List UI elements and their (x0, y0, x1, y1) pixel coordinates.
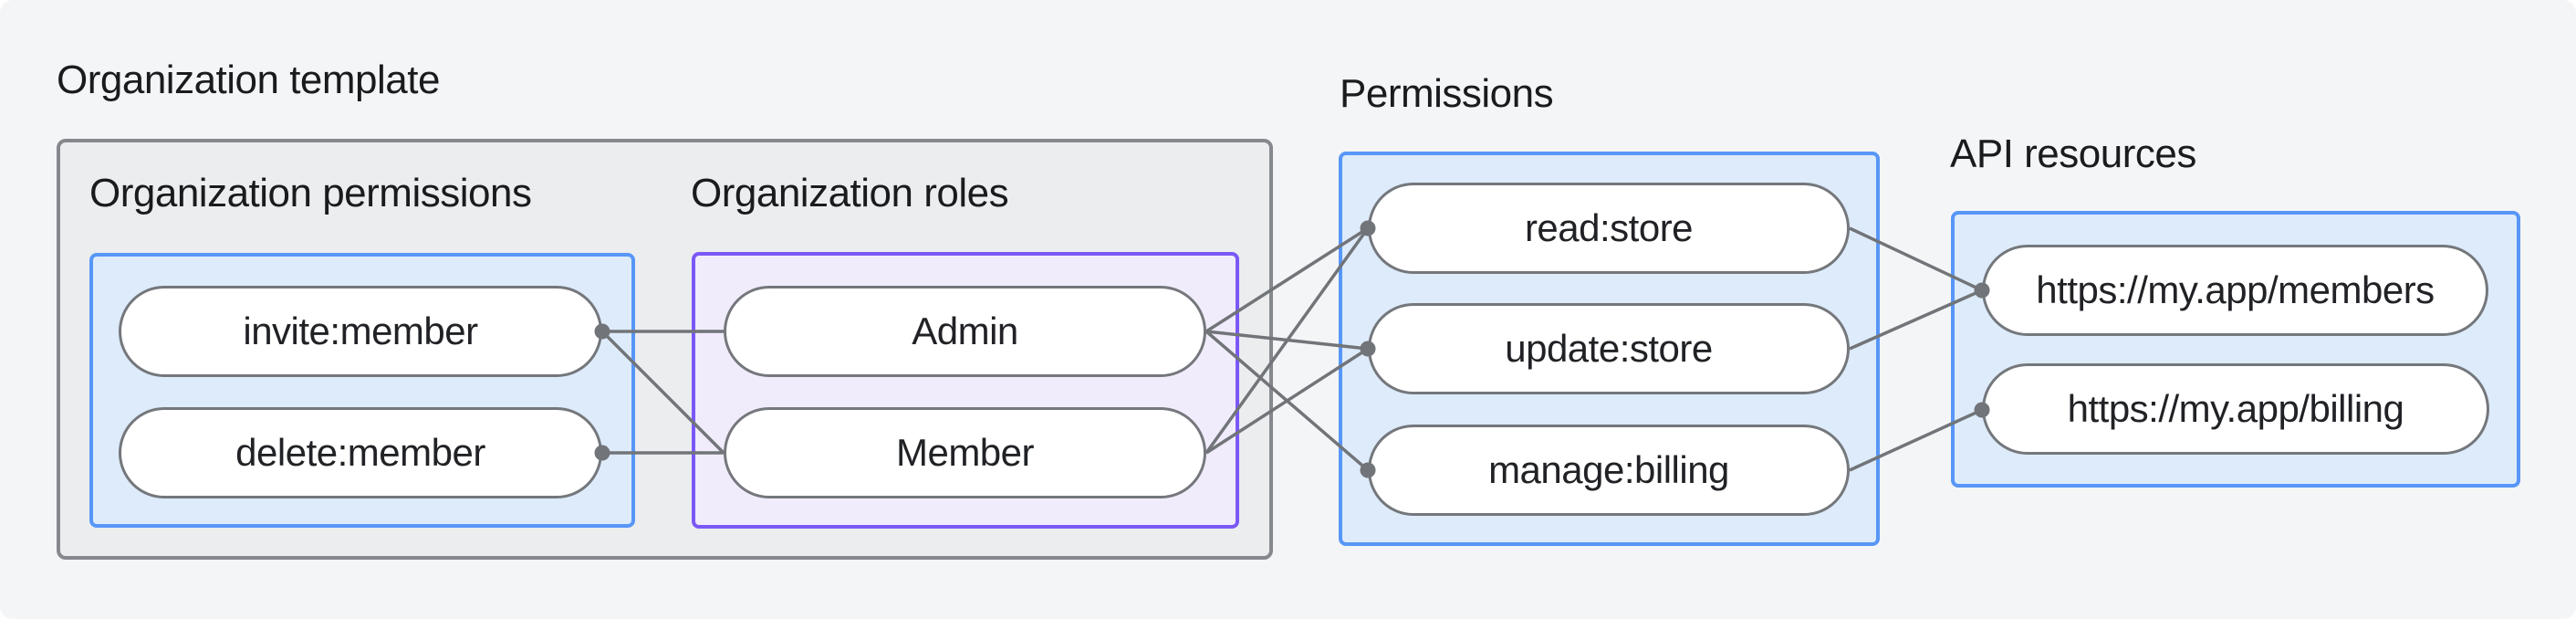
node-member: Member (724, 407, 1206, 498)
org-permissions-label: Organization permissions (89, 171, 532, 215)
node-api-members: https://my.app/members (1982, 245, 2488, 336)
node-api-members-label: https://my.app/members (2036, 268, 2435, 311)
node-update-store: update:store (1368, 303, 1850, 394)
node-invite-member-label: invite:member (243, 310, 478, 352)
node-manage-billing: manage:billing (1368, 425, 1850, 516)
node-update-store-label: update:store (1505, 327, 1713, 370)
node-admin-label: Admin (912, 310, 1018, 352)
node-invite-member: invite:member (119, 286, 602, 377)
node-read-store-label: read:store (1524, 206, 1694, 249)
api-resources-label: API resources (1950, 131, 2196, 176)
node-delete-member: delete:member (119, 407, 602, 498)
node-api-billing: https://my.app/billing (1982, 363, 2489, 455)
permissions-label: Permissions (1340, 71, 1554, 116)
org-roles-label: Organization roles (691, 171, 1009, 215)
node-delete-member-label: delete:member (235, 431, 485, 474)
node-member-label: Member (895, 431, 1035, 474)
org-template-label: Organization template (57, 58, 440, 102)
node-admin: Admin (724, 286, 1206, 377)
node-read-store: read:store (1368, 183, 1850, 274)
node-api-billing-label: https://my.app/billing (2067, 387, 2404, 430)
node-manage-billing-label: manage:billing (1488, 448, 1729, 491)
